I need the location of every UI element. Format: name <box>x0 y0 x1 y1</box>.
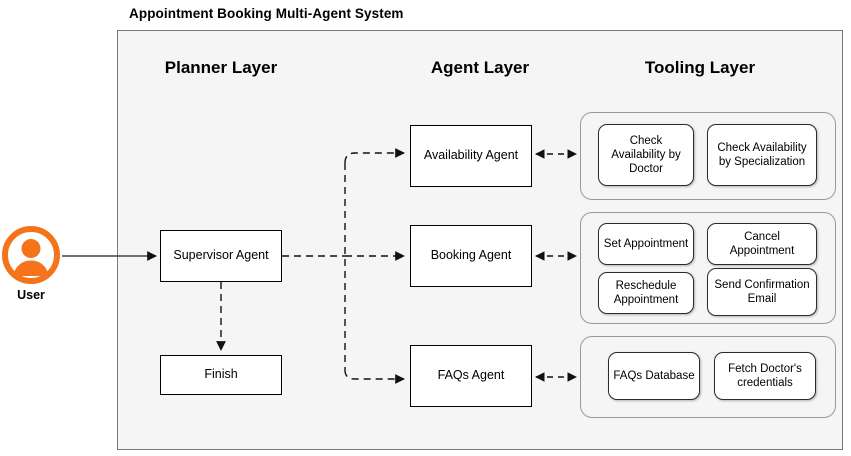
diagram-title: Appointment Booking Multi-Agent System <box>129 6 404 21</box>
layer-heading-agent: Agent Layer <box>430 58 530 77</box>
user-label: User <box>17 288 45 302</box>
tool-faqs-database[interactable]: FAQs Database <box>608 352 700 400</box>
tool-fetch-doctors-credentials[interactable]: Fetch Doctor's credentials <box>714 352 816 400</box>
tool-check-availability-by-doctor[interactable]: Check Availability by Doctor <box>598 124 694 186</box>
layer-heading-tooling: Tooling Layer <box>644 58 756 77</box>
node-supervisor-agent[interactable]: Supervisor Agent <box>160 230 282 282</box>
node-booking-agent[interactable]: Booking Agent <box>410 225 532 287</box>
node-finish[interactable]: Finish <box>160 355 282 395</box>
layer-heading-planner: Planner Layer <box>164 58 278 77</box>
tool-set-appointment[interactable]: Set Appointment <box>598 223 694 265</box>
tool-cancel-appointment[interactable]: Cancel Appointment <box>707 223 817 265</box>
node-availability-agent[interactable]: Availability Agent <box>410 125 532 187</box>
node-faqs-agent[interactable]: FAQs Agent <box>410 345 532 407</box>
tool-send-confirmation-email[interactable]: Send Confirmation Email <box>707 268 817 316</box>
tool-reschedule-appointment[interactable]: Reschedule Appointment <box>598 272 694 314</box>
tool-check-availability-by-specialization[interactable]: Check Availability by Specialization <box>707 124 817 186</box>
user-avatar-icon <box>2 226 60 284</box>
